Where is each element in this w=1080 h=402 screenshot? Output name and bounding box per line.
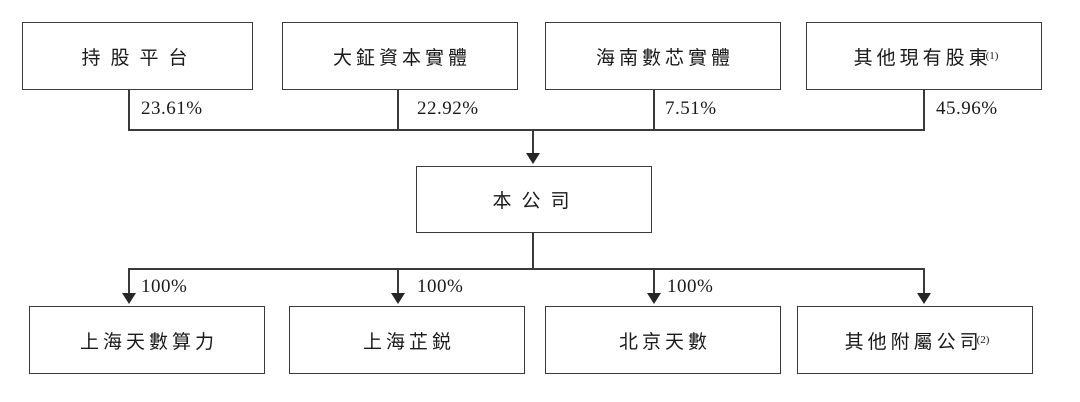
node-shanghai-tianshu-suanli: 上海天數算力 [29,306,265,374]
connector-line [128,268,130,295]
connector-line [653,268,655,295]
ownership-label-dcp-capital: 22.92% [417,98,479,119]
connector-line [923,268,925,295]
down-arrowhead-icon [647,293,661,304]
node-label: 本公司 [492,191,580,212]
node-shanghai-zhirui: 上海芷鋭 [289,306,525,374]
node-label: 上海芷鋭 [362,331,455,353]
node-holding-platforms: 持股平台 [22,22,253,90]
node-other-existing-shareholders: 其他現有股東(1) [806,22,1042,90]
connector-line [653,89,655,130]
node-label: 上海天數算力 [79,331,218,353]
ownership-label-other-shareholders: 45.96% [936,98,998,119]
connector-line [397,89,399,130]
connector-bus-top [128,129,925,131]
node-label: 北京天數 [618,331,711,353]
down-arrowhead-icon [526,153,540,164]
node-the-company: 本公司 [416,166,652,233]
connector-line [532,233,534,270]
footnote-marker-1: (1) [985,50,999,62]
down-arrowhead-icon [391,293,405,304]
node-dcp-capital-entities: 大鉦資本實體 [282,22,518,90]
node-label: 其他現有股東 [853,47,992,69]
node-label: 大鉦資本實體 [332,47,471,69]
node-label: 其他附屬公司 [844,331,983,353]
ownership-label-shanghai-tianshu-suanli: 100% [141,276,188,297]
connector-line [923,89,925,130]
ownership-label-beijing-tianshu: 100% [667,276,714,297]
ownership-label-hainan-shuxin: 7.51% [665,98,717,119]
down-arrowhead-icon [122,293,136,304]
down-arrowhead-icon [917,293,931,304]
connector-bus-bottom [128,268,925,270]
footnote-marker-2: (2) [976,334,990,346]
node-beijing-tianshu: 北京天數 [545,306,781,374]
ownership-label-holding-platforms: 23.61% [141,98,203,119]
ownership-label-shanghai-zhirui: 100% [417,276,464,297]
node-label: 海南數芯實體 [595,47,734,69]
connector-line [532,129,534,155]
connector-line [397,268,399,295]
connector-line [128,89,130,130]
node-other-subsidiaries: 其他附屬公司(2) [797,306,1033,374]
node-hainan-shuxin-entities: 海南數芯實體 [545,22,781,90]
node-label: 持股平台 [81,47,198,69]
